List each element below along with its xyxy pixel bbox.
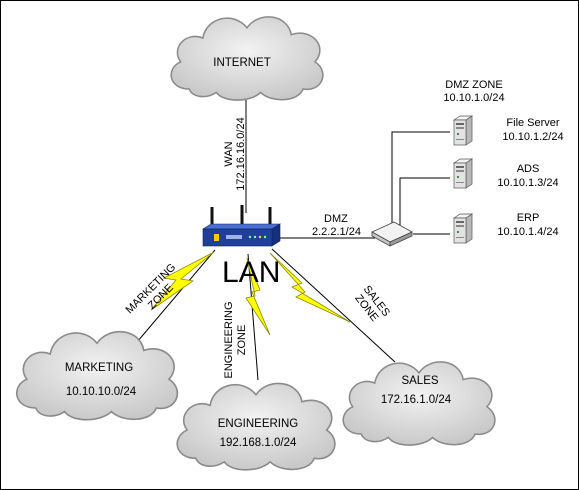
dmz-zone-title: DMZ ZONE <box>445 79 502 91</box>
marketing-link-line <box>131 249 216 349</box>
marketing-zone-subnet: 10.10.10.0/24 <box>66 386 137 398</box>
marketing-bolt-icon <box>150 251 215 311</box>
connection-lines <box>131 96 450 381</box>
ads-server-name: ADS <box>517 163 540 175</box>
dmz-zone-subnet: 10.10.1.0/24 <box>443 92 504 104</box>
engineering-link-line <box>247 253 259 381</box>
sales-bolt-icon <box>269 252 351 323</box>
internet-label: INTERNET <box>213 57 271 69</box>
erp-server-icon <box>453 213 473 244</box>
router-logo-icon <box>214 234 219 241</box>
dmz-switch <box>371 221 413 247</box>
firewall-router <box>201 205 282 247</box>
file-server-icon <box>453 115 473 146</box>
sales-zone-subnet: 172.16.1.0/24 <box>381 394 452 406</box>
engineering-zone-label-line1: ENGINEERING <box>223 301 235 378</box>
zone-bolts <box>150 251 351 336</box>
ads-server-ip: 10.10.1.3/24 <box>497 177 558 189</box>
engineering-bolt-icon <box>245 257 271 336</box>
sales-link-line <box>271 248 396 363</box>
file-server-ip: 10.10.1.2/24 <box>502 131 563 143</box>
engineering-zone-label-line2: ZONE <box>236 325 248 356</box>
marketing-zone-name: MARKETING <box>65 362 133 374</box>
erp-server-name: ERP <box>517 212 540 224</box>
sales-zone-name: SALES <box>401 375 438 387</box>
wan-label: WAN <box>223 141 235 166</box>
file-server-name: File Server <box>506 117 560 129</box>
erp-server-ip: 10.10.1.4/24 <box>497 226 558 238</box>
engineering-zone-subnet: 192.168.1.0/24 <box>220 437 297 449</box>
dmz-label: DMZ <box>324 213 348 225</box>
dmz-subnet: 2.2.2.1/24 <box>312 226 361 238</box>
lan-label: LAN <box>222 256 280 289</box>
ads-server-icon <box>453 158 473 189</box>
wan-subnet: 172.16.16.0/24 <box>235 117 247 190</box>
engineering-zone-name: ENGINEERING <box>218 418 299 430</box>
